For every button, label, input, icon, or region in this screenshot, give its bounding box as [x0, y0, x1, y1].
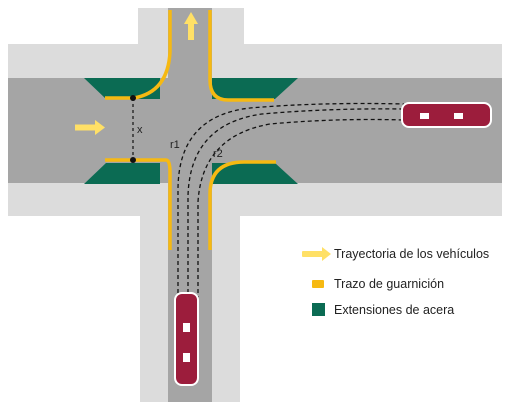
bus-icon-vertical — [174, 292, 199, 386]
sidewalk-bottom-right — [212, 183, 502, 402]
vehicle-path-inner — [177, 102, 405, 300]
sidewalk-extension-swatch-icon — [300, 300, 334, 320]
radius-1-label: r1 — [170, 139, 180, 151]
sidewalk-extension-bottom-left — [84, 163, 160, 184]
vehicle-path-middle — [187, 108, 405, 300]
sidewalk-extension-top-left — [84, 78, 160, 99]
gap-endpoint-top — [130, 95, 136, 101]
sidewalk-top-left — [8, 8, 168, 78]
arrow-right-icon — [75, 120, 105, 135]
radius-2-label: r2 — [213, 148, 223, 160]
roadway — [8, 8, 502, 402]
vehicle-path-outer — [197, 118, 405, 300]
curb-line-swatch-icon — [300, 274, 334, 294]
curb-line-bottom-right — [208, 160, 276, 250]
legend-label-curb: Trazo de guarnición — [334, 277, 445, 291]
legend-label-trajectory: Trayectoria de los vehículos — [334, 247, 490, 261]
gap-endpoint-bottom — [130, 157, 136, 163]
sidewalk-bottom-left — [8, 183, 168, 402]
legend-item-curb: Trazo de guarnición — [300, 274, 444, 294]
legend-item-extensions: Extensiones de acera — [300, 300, 454, 320]
legend-label-extensions: Extensiones de acera — [334, 303, 455, 317]
sidewalk-top-right — [212, 8, 502, 78]
arrow-up-icon — [184, 12, 198, 40]
curb-line-top-right — [208, 10, 274, 102]
trajectory-arrow-icon — [300, 244, 334, 264]
legend-item-trajectory: Trayectoria de los vehículos — [300, 244, 489, 264]
bus-icon-horizontal — [401, 102, 492, 128]
gap-label: x — [137, 124, 143, 136]
sidewalk-extension-bottom-right — [212, 163, 298, 184]
curb-line-bottom-left — [105, 158, 172, 250]
sidewalk-extension-top-right — [212, 78, 298, 99]
